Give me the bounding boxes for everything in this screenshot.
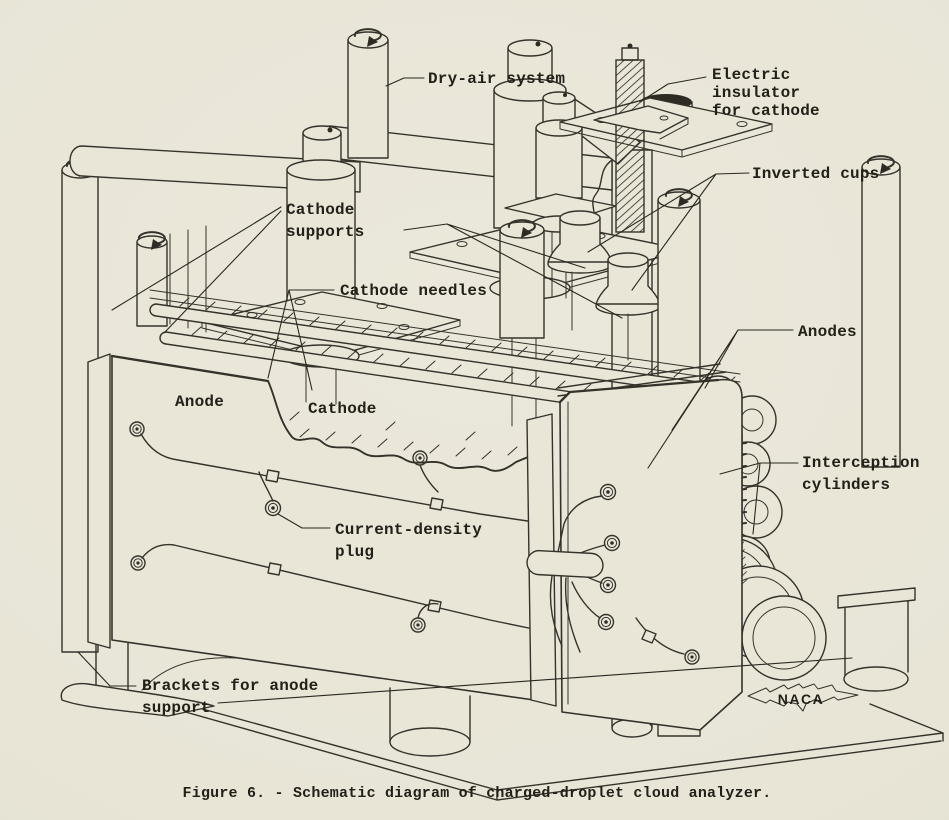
anode-end-panel (526, 378, 743, 731)
labels: Dry-air system Electric insulator for ca… (142, 66, 920, 717)
plug (410, 617, 426, 633)
label-interception-2: cylinders (802, 476, 890, 494)
label-cathode: Cathode (308, 400, 377, 418)
plug (597, 613, 615, 631)
right-leg (837, 587, 916, 692)
label-electric-insulator-2: insulator (712, 84, 800, 102)
leader-brackets-right (217, 657, 853, 704)
naca-logo: NACA (747, 683, 859, 712)
label-brackets-2: support (142, 699, 211, 717)
leader-cathode-supports-left (111, 206, 282, 333)
label-electric-insulator-1: Electric (712, 66, 790, 84)
plug (412, 450, 428, 466)
needle-ticks-upper (179, 297, 736, 386)
leader-inverted-cups (587, 172, 750, 291)
label-current-density-1: Current-density (335, 521, 482, 539)
dry-air-pipe (347, 28, 389, 159)
anode-front-panel (87, 353, 549, 703)
label-dry-air-system: Dry-air system (428, 70, 565, 88)
anode-side-plank (87, 353, 111, 649)
leader-cathode-supports-right (403, 223, 623, 319)
leader-electric-insulator (639, 76, 707, 103)
label-cathode-supports-2: supports (286, 223, 364, 241)
plug (603, 534, 621, 552)
cable-strap (526, 549, 604, 579)
plug (684, 649, 700, 665)
cathode-reveal-ticks (289, 411, 518, 460)
figure-caption: Figure 6. - Schematic diagram of charged… (183, 785, 772, 802)
label-anode: Anode (175, 393, 224, 411)
center-arrow-cylinder (499, 219, 545, 339)
base-plate (147, 693, 944, 801)
inverted-cup-2 (595, 252, 661, 361)
leader-cathode-needles (267, 289, 335, 391)
label-current-density-2: plug (335, 543, 374, 561)
current-density-plug (258, 471, 282, 517)
label-brackets-1: Brackets for anode (142, 677, 318, 695)
label-anodes: Anodes (798, 323, 857, 341)
leader-dry-air-system (385, 77, 425, 87)
plug (129, 421, 145, 437)
label-interception-1: Interception (802, 454, 920, 472)
plug (599, 576, 617, 594)
far-right-pipe (861, 155, 901, 468)
front-leg (389, 687, 471, 757)
label-electric-insulator-3: for cathode (712, 102, 820, 120)
leader-brackets-left (77, 651, 137, 687)
leader-current-density-plug (277, 513, 331, 529)
wire-run-upper (129, 421, 549, 525)
naca-logo-text: NACA (778, 691, 824, 707)
label-inverted-cups: Inverted cups (752, 165, 879, 183)
label-cathode-needles: Cathode needles (340, 282, 487, 300)
wire-run-lower (130, 543, 549, 633)
plug (130, 555, 146, 571)
plug (599, 483, 617, 501)
leader-anodes (647, 329, 794, 469)
leader-interception-cylinders (719, 462, 799, 535)
label-cathode-supports-1: Cathode (286, 201, 355, 219)
leader-lines (77, 76, 853, 704)
